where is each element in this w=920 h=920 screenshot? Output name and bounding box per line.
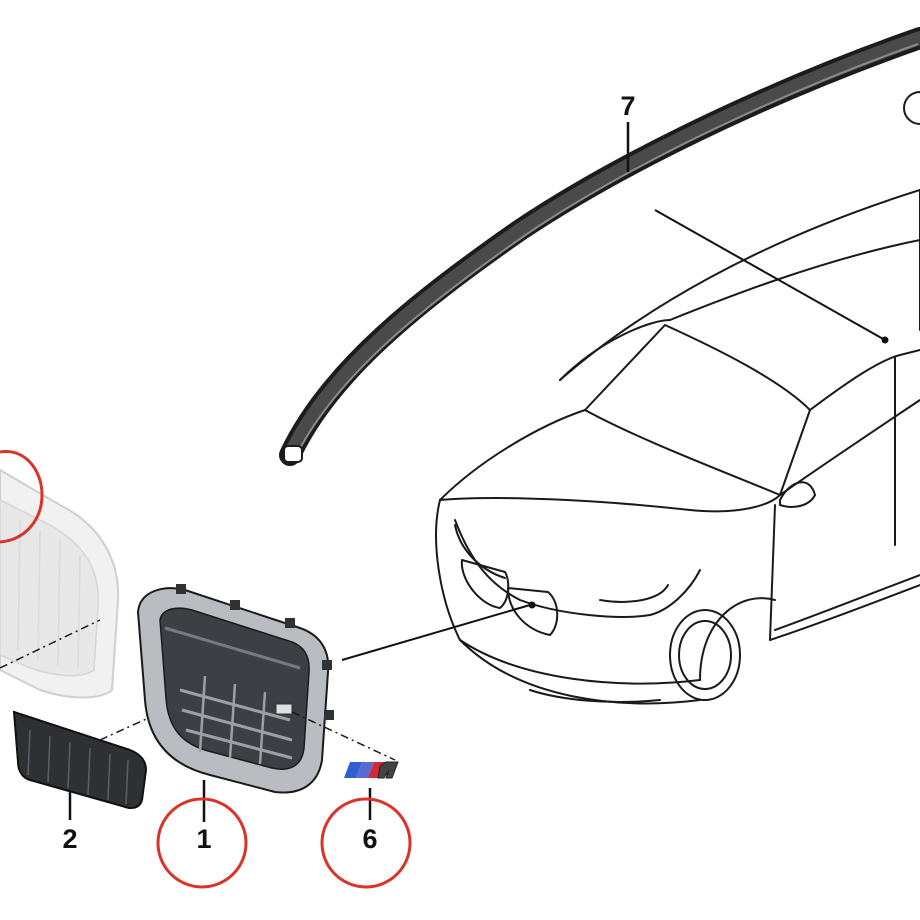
callout-number-7: 7 [620,91,635,121]
dash-line-badge [291,711,396,761]
grille-insert-icon [12,710,148,809]
callout-number-1: 1 [196,824,211,854]
kidney-grille-frame-icon [136,584,334,794]
top-right-marker-icon [903,91,920,125]
roof-molding-strip-icon [279,27,920,466]
highlight-circle-faded-grille [0,450,44,544]
leader-dot-grille [528,601,536,609]
callout-number-2: 2 [62,824,77,854]
faded-grille-icon [0,468,120,699]
car-outline-icon [435,189,920,705]
leader-line-7 [626,122,889,344]
dash-line-faded [0,619,101,669]
callout-number-6: 6 [362,824,377,854]
leader-line-grille-to-car [341,604,531,661]
highlight-circle-part-1 [156,797,248,889]
highlight-circle-part-6 [320,797,412,889]
m-badge-icon [344,761,399,779]
